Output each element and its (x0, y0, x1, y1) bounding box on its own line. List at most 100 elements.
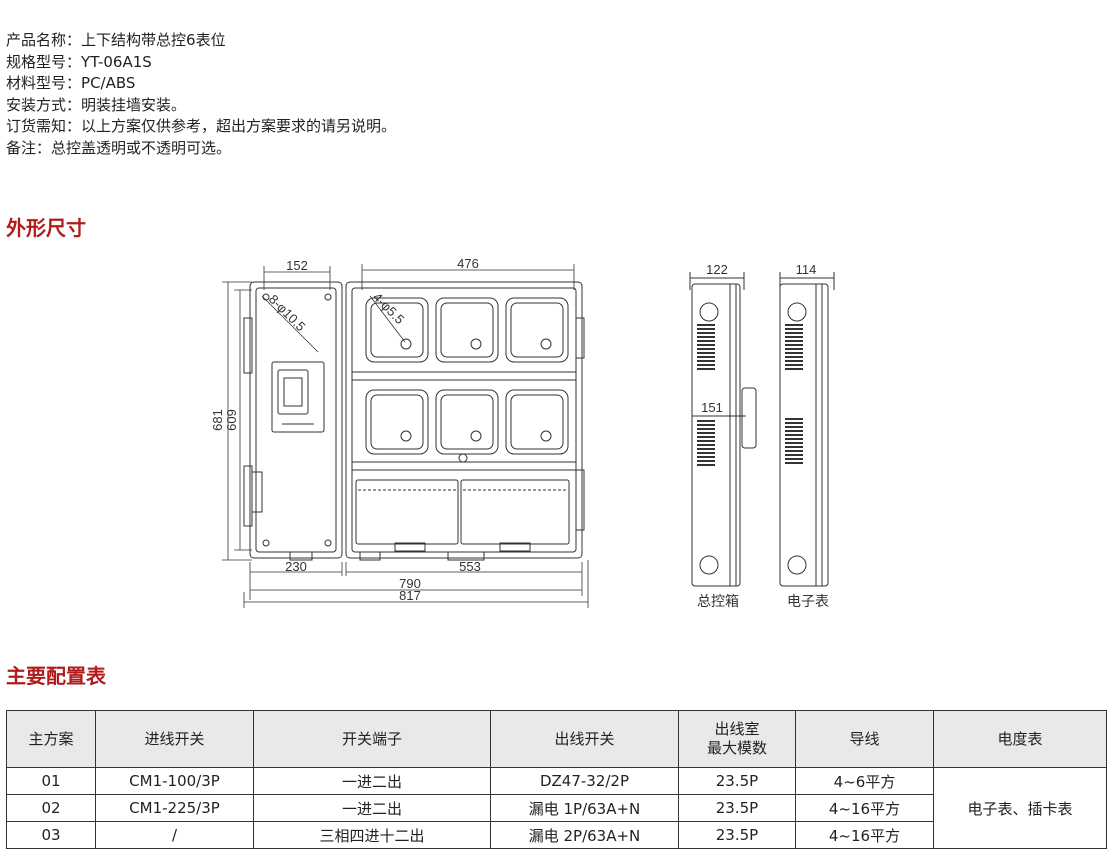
meter-window-knob (540, 338, 552, 350)
dim-790: 790 (399, 576, 421, 591)
vent-slot (697, 440, 715, 442)
vent-slot (697, 344, 715, 346)
vent-slot (697, 352, 715, 354)
meter-window-inner (510, 302, 564, 358)
vent-slot (785, 422, 803, 424)
config-table: 主方案 进线开关 开关端子 出线开关 出线室 最大模数 导线 电度表 01 CM… (6, 710, 1107, 849)
meter-window (505, 297, 569, 363)
table-cell: 一进二出 (253, 794, 491, 822)
table-cell: CM1-225/3P (95, 794, 254, 822)
dim-817: 817 (399, 588, 421, 603)
vent-slot (785, 344, 803, 346)
dim-hole-large: 8-φ10.5 (266, 292, 309, 335)
vent-slot (697, 336, 715, 338)
control-box-outline (249, 281, 343, 559)
vent-slot (697, 456, 715, 458)
meter-window-inner (440, 394, 494, 450)
vent-slot (785, 360, 803, 362)
table-cell: 4~6平方 (795, 767, 934, 795)
table-header-row: 主方案 进线开关 开关端子 出线开关 出线室 最大模数 导线 电度表 (6, 710, 1107, 768)
table-cell: CM1-100/3P (95, 767, 254, 795)
outgoing-box-left (355, 479, 459, 545)
dim-681: 681 (210, 409, 225, 431)
vent-slot (785, 368, 803, 370)
vent-slot (697, 340, 715, 342)
table-cell: 23.5P (678, 794, 796, 822)
vent-slot (785, 336, 803, 338)
dim-hole-small: 4-φ5.5 (370, 290, 408, 328)
table-cell: 23.5P (678, 821, 796, 849)
meter-window (435, 389, 499, 455)
meter-window-inner (440, 302, 494, 358)
dim-152: 152 (286, 258, 308, 273)
vent-slot (697, 432, 715, 434)
meter-window-inner (370, 394, 424, 450)
vent-slot (785, 332, 803, 334)
vent-slot (697, 364, 715, 366)
dim-122: 122 (706, 262, 728, 277)
vent-slot (697, 448, 715, 450)
vent-slot (697, 428, 715, 430)
side-view-control-box (691, 283, 741, 587)
table-cell-meter: 电子表、插卡表 (933, 767, 1107, 849)
vent-slot (785, 446, 803, 448)
label-control-box: 总控箱 (697, 593, 739, 609)
table-header: 电度表 (933, 710, 1107, 768)
dim-609: 609 (224, 409, 239, 431)
dim-476: 476 (457, 256, 479, 271)
table-cell: 三相四进十二出 (253, 821, 491, 849)
outgoing-box-right (460, 479, 570, 545)
table-cell: 4~16平方 (795, 794, 934, 822)
vent-slot (697, 444, 715, 446)
table-cell: 漏电 1P/63A+N (490, 794, 679, 822)
dimension-drawing: 152 476 681 609 230 553 790 817 8-φ10.5 … (210, 256, 835, 609)
meter-window-knob (470, 430, 482, 442)
dim-553: 553 (459, 559, 481, 574)
vent-slot (785, 340, 803, 342)
meter-box-outline (345, 281, 583, 559)
vent-slot (785, 426, 803, 428)
meter-window-inner (510, 394, 564, 450)
vent-slot (697, 436, 715, 438)
meter-window (435, 297, 499, 363)
label-meter: 电子表 (787, 593, 829, 609)
side-view-meter (779, 283, 829, 587)
vent-slot (785, 454, 803, 456)
table-header: 进线开关 (95, 710, 254, 768)
vent-slot (785, 458, 803, 460)
table-header: 出线开关 (490, 710, 679, 768)
info-row-note: 备注：总控盖透明或不透明可选。 (6, 138, 232, 157)
section-title-dimensions: 外形尺寸 (6, 216, 86, 240)
table-cell: 4~16平方 (795, 821, 934, 849)
vent-slot (785, 450, 803, 452)
vent-slot (785, 352, 803, 354)
table-cell: 一进二出 (253, 767, 491, 795)
vent-slot (697, 420, 715, 422)
control-box-window (271, 361, 325, 433)
table-header: 出线室 最大模数 (678, 710, 796, 768)
info-row-name: 产品名称：上下结构带总控6表位 (6, 31, 226, 49)
meter-window-knob (400, 338, 412, 350)
table-cell: 02 (6, 794, 96, 822)
vent-slot (697, 368, 715, 370)
dim-114: 114 (796, 262, 817, 277)
vent-slot (785, 324, 803, 326)
table-row: 03 / 三相四进十二出 漏电 2P/63A+N 23.5P 4~16平方 (6, 821, 1107, 849)
vent-slot (785, 328, 803, 330)
vent-slot (785, 348, 803, 350)
meter-window (365, 297, 429, 363)
vent-slot (697, 356, 715, 358)
vent-slot (785, 462, 803, 464)
info-row-order: 订货需知：以上方案仅供参考，超出方案要求的请另说明。 (6, 117, 397, 135)
table-cell: 漏电 2P/63A+N (490, 821, 679, 849)
vent-slot (785, 430, 803, 432)
table-cell: DZ47-32/2P (490, 767, 679, 795)
meter-window-knob (540, 430, 552, 442)
vent-slot (697, 332, 715, 334)
product-info: 产品名称：上下结构带总控6表位 规格型号：YT-06A1S 材料型号：PC/AB… (6, 30, 396, 159)
meter-window (365, 389, 429, 455)
dim-230: 230 (285, 559, 307, 574)
vent-slot (697, 460, 715, 462)
vent-slot (697, 324, 715, 326)
vent-slot (697, 464, 715, 466)
